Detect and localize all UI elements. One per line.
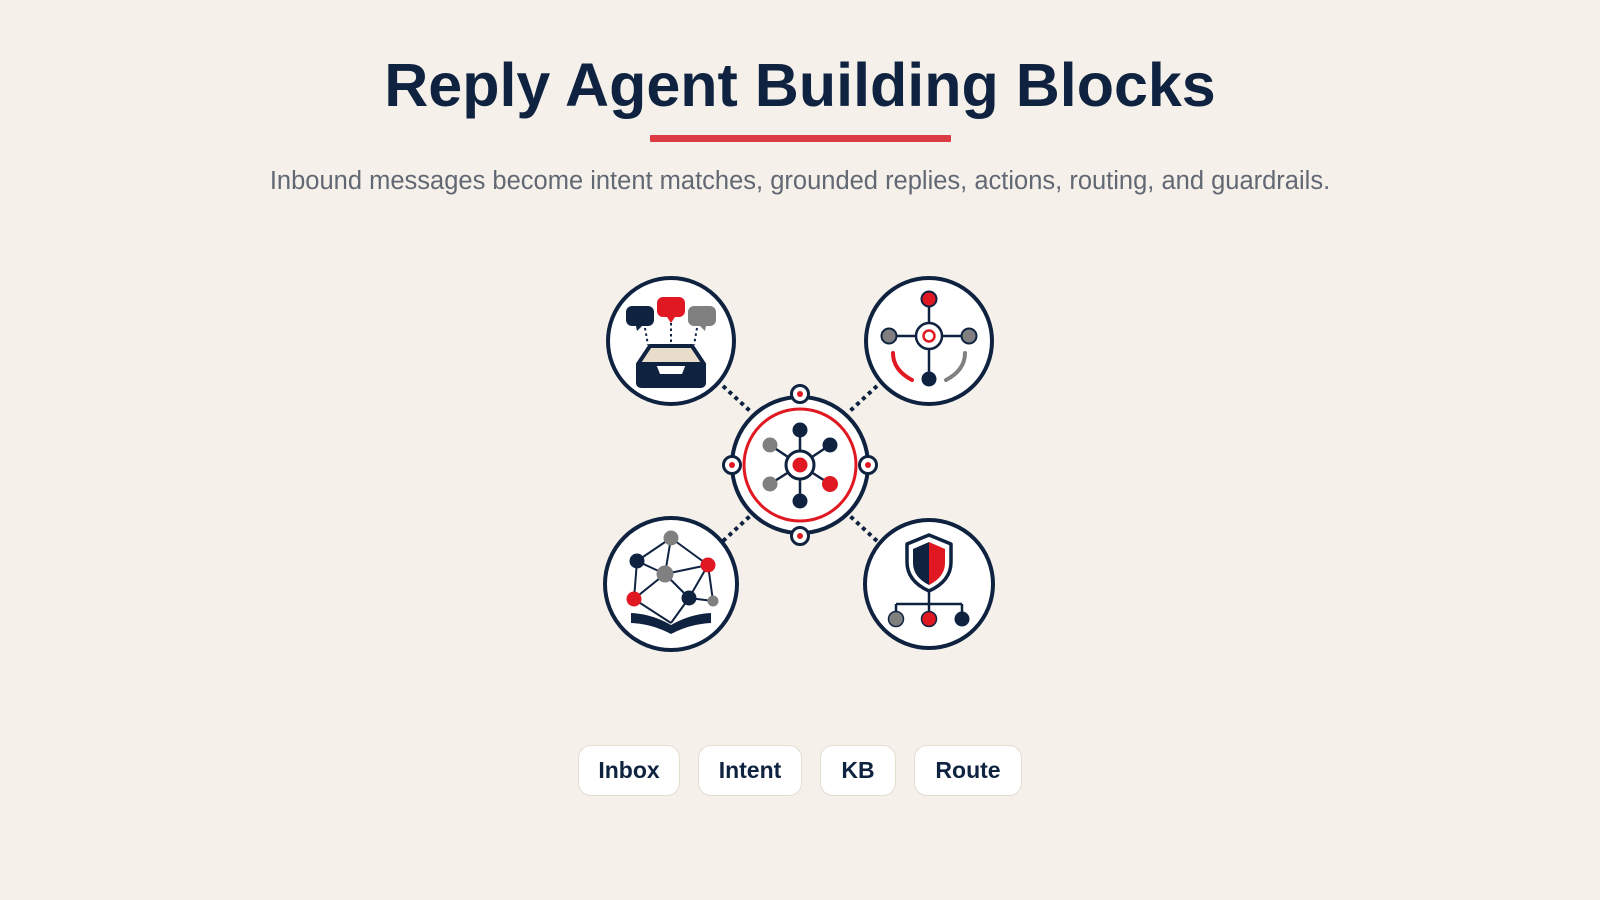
hub-port-left: [722, 455, 742, 475]
connector-kb: [721, 514, 752, 543]
knowledge-graph-book-icon: [603, 516, 739, 652]
connectors: [721, 384, 879, 543]
connector-inbox: [721, 384, 752, 413]
chip-route[interactable]: Route: [914, 745, 1022, 796]
inbox-messages-icon: [606, 276, 736, 406]
page-title: Reply Agent Building Blocks: [384, 51, 1216, 119]
chip-row: Inbox Intent KB Route: [0, 745, 1600, 797]
connector-route: [848, 514, 879, 543]
title-underline: [650, 135, 951, 142]
connector-intent: [848, 384, 879, 413]
intent-target-icon: [864, 276, 994, 406]
guardrail-routing-icon: [863, 518, 995, 650]
chip-inbox[interactable]: Inbox: [578, 745, 680, 796]
hub-port-top: [790, 384, 810, 404]
hub-port-bottom: [790, 526, 810, 546]
chip-kb[interactable]: KB: [820, 745, 896, 796]
page-subtitle: Inbound messages become intent matches, …: [269, 167, 1331, 195]
hub-port-right: [858, 455, 878, 475]
agent-hub-icon: [722, 384, 878, 546]
chip-intent[interactable]: Intent: [698, 745, 802, 796]
